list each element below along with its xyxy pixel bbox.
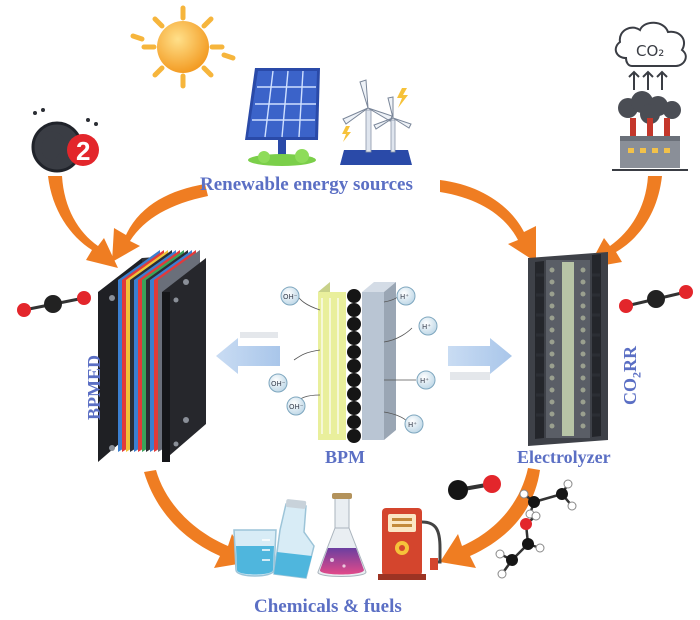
ethylene-molecule-icon: [519, 479, 577, 519]
electrolyzer-label: Electrolyzer: [517, 447, 611, 467]
svg-text:OH⁻: OH⁻: [271, 380, 286, 388]
flask-icon: [317, 493, 367, 577]
co2-molecule-left-icon: [17, 291, 91, 317]
co2-molecule-right-icon: [619, 285, 693, 313]
bpmed-label: BPMED: [84, 355, 104, 420]
right-arrow-icon: [448, 338, 512, 374]
renewable-energy-label: Renewable energy sources: [200, 174, 413, 195]
co2-badge-icon: C 2: [31, 108, 99, 174]
left-arrow-icon: [216, 338, 280, 374]
arrow-co2-to-bpmed: [48, 176, 118, 268]
arrow-factory-to-electrolyzer: [588, 176, 662, 268]
bpm-label: BPM: [325, 447, 365, 467]
ion-oh-3: OH⁻: [286, 396, 306, 416]
ethanol-molecule-icon: [495, 511, 545, 579]
electrolyzer-icon: [528, 252, 608, 446]
ion-h-3: H⁺: [416, 370, 436, 390]
ion-h-4: H⁺: [404, 414, 424, 434]
beaker-bottle-icon: [233, 499, 315, 579]
ion-oh-2: OH⁻: [268, 373, 288, 393]
svg-text:H⁺: H⁺: [422, 323, 431, 331]
ion-oh-1: OH⁻: [280, 286, 300, 306]
cloud-text: CO₂: [636, 42, 664, 60]
svg-text:OH⁻: OH⁻: [289, 403, 304, 411]
co2rr-label-main: CO: [620, 378, 640, 405]
co2rr-label: CO2RR: [620, 346, 645, 405]
ion-h-1: H⁺: [396, 286, 416, 306]
solar-panel-icon: [245, 68, 320, 166]
arrow-renewable-to-electrolyzer: [440, 180, 536, 262]
co2rr-label-subscript: 2: [629, 372, 644, 378]
factory-emission-icon: CO₂: [612, 21, 688, 171]
co2-badge-letter: C: [33, 122, 66, 174]
fuel-pump-icon: [378, 508, 442, 580]
svg-text:OH⁻: OH⁻: [283, 293, 298, 301]
arrow-renewable-to-bpmed: [112, 184, 208, 262]
ion-h-2: H⁺: [418, 316, 438, 336]
co2-badge-number: 2: [76, 136, 90, 166]
svg-text:H⁺: H⁺: [408, 421, 417, 429]
bpm-output-arrows: [216, 332, 512, 380]
arrow-bpmed-to-chemicals: [144, 470, 250, 568]
svg-text:H⁺: H⁺: [400, 293, 409, 301]
bpmed-stack-icon: [98, 250, 206, 462]
co-molecule-icon: [448, 475, 501, 500]
co2rr-label-tail: RR: [620, 346, 640, 372]
bpm-membrane-icon: [293, 282, 416, 443]
svg-text:H⁺: H⁺: [420, 377, 429, 385]
arrow-electrolyzer-to-chemicals: [440, 468, 540, 568]
wind-turbine-icon: [340, 79, 412, 165]
chemicals-fuels-label: Chemicals & fuels: [254, 596, 402, 617]
sun-icon: [130, 5, 236, 89]
